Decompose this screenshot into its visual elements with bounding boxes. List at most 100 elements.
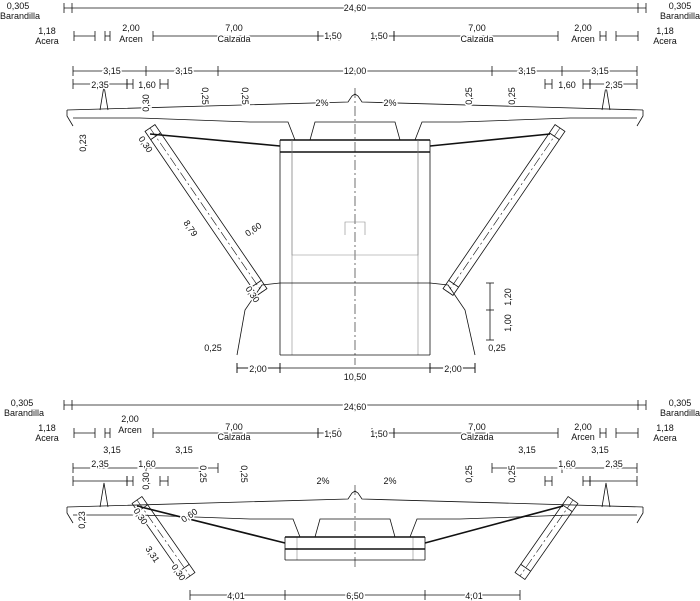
deck-bottom-left bbox=[73, 514, 301, 538]
deck-edge bbox=[66, 507, 644, 524]
b-shoulder-left-label: Arcen bbox=[118, 425, 142, 435]
b-sidewalk-left-value: 1,18 bbox=[38, 423, 56, 433]
bottom-dim-right: 2,00 bbox=[444, 364, 462, 374]
lane-left-label: Calzada bbox=[217, 34, 250, 44]
b-sub-dim-2: 1,60 bbox=[138, 459, 156, 469]
cantilever-dim-3: 3,15 bbox=[518, 66, 536, 76]
inner-box bbox=[291, 140, 419, 256]
web-dim-left: 0,25 bbox=[204, 343, 222, 353]
deck-bottom-right bbox=[409, 514, 637, 538]
sidewalk-right-label: Acera bbox=[653, 36, 677, 46]
tie-right bbox=[429, 133, 551, 147]
sub-dim-1: 2,35 bbox=[91, 80, 109, 90]
sidewalk-right-value: 1,18 bbox=[656, 26, 674, 36]
sub-dim-2: 1,60 bbox=[138, 80, 156, 90]
b-shoulder-right-label: Arcen bbox=[571, 432, 595, 442]
lane-right-value: 7,00 bbox=[468, 23, 486, 33]
b-median-right: 1,50 bbox=[370, 429, 388, 439]
b-strut-width: 0,60 bbox=[179, 506, 199, 524]
b-sidewalk-left-label: Acera bbox=[35, 433, 59, 443]
thickness-2: 0,25 bbox=[200, 87, 210, 105]
b-bottom-dim-left: 4,01 bbox=[227, 591, 245, 601]
tie-right bbox=[424, 505, 564, 544]
shoulder-right-label: Arcen bbox=[571, 34, 595, 44]
b-railing-right-value: 0,305 bbox=[669, 398, 692, 408]
strut-axis bbox=[519, 499, 574, 577]
tie-left bbox=[149, 133, 281, 147]
b-lane-right-label: Calzada bbox=[460, 432, 493, 442]
b-thickness-2: 0,25 bbox=[198, 465, 208, 483]
box-top-inner bbox=[314, 518, 396, 538]
strut-end-block bbox=[137, 504, 148, 512]
bottom-dim-left: 2,00 bbox=[249, 364, 267, 374]
lane-left-value: 7,00 bbox=[225, 23, 243, 33]
b-bottom-dim-center: 6,50 bbox=[346, 591, 364, 601]
b-sidewalk-right-label: Acera bbox=[653, 433, 677, 443]
thickness-4: 0,25 bbox=[464, 87, 474, 105]
strut-end-block bbox=[562, 504, 573, 512]
strut-end-block bbox=[448, 280, 459, 288]
cantilever-dim-1: 3,15 bbox=[103, 66, 121, 76]
thickness-1: 0,30 bbox=[141, 94, 151, 112]
b-thickness-1: 0,30 bbox=[141, 472, 151, 490]
shoulder-left-value: 2,00 bbox=[122, 23, 140, 33]
b-railing-right-label: Barandilla bbox=[660, 408, 700, 418]
strut-length: 8,79 bbox=[181, 218, 199, 238]
central-dim: 12,00 bbox=[344, 66, 367, 76]
shoulder-left-label: Arcen bbox=[119, 34, 143, 44]
median-right: 1,50 bbox=[370, 31, 388, 41]
barrier bbox=[99, 85, 611, 111]
b-cantilever-dim-3: 3,15 bbox=[518, 445, 536, 455]
top-section-labels: 0,305 Barandilla 24,60 0,305 Barandilla … bbox=[0, 0, 700, 384]
strut-axis bbox=[149, 127, 263, 293]
sidewalk-left-label: Acera bbox=[35, 36, 59, 46]
b-lane-right-value: 7,00 bbox=[468, 422, 486, 432]
b-shoulder-left-value: 2,00 bbox=[121, 414, 139, 424]
b-lane-left-label: Calzada bbox=[217, 432, 250, 442]
barrier bbox=[99, 482, 611, 508]
strut-axis bbox=[447, 127, 561, 293]
box-top-inner bbox=[309, 121, 401, 141]
thickness-5: 0,25 bbox=[507, 87, 517, 105]
vertical-dim-1: 1,20 bbox=[503, 288, 513, 306]
b-slope-left: 2% bbox=[316, 476, 329, 486]
railing-right-label: Barandilla bbox=[660, 11, 700, 21]
b-shoulder-right-value: 2,00 bbox=[574, 422, 592, 432]
slope-left: 2% bbox=[315, 98, 328, 108]
median-left: 1,50 bbox=[324, 31, 342, 41]
b-thickness-3: 0,25 bbox=[239, 465, 249, 483]
sub-dim-3: 1,60 bbox=[558, 80, 576, 90]
b-total-width: 24,60 bbox=[344, 402, 367, 412]
b-thickness-6: 0,23 bbox=[77, 511, 87, 529]
railing-right-value: 0,305 bbox=[669, 1, 692, 11]
shoulder-right-value: 2,00 bbox=[574, 23, 592, 33]
b-bottom-dim-right: 4,01 bbox=[465, 591, 483, 601]
manhole bbox=[344, 221, 366, 235]
strut-end-block bbox=[549, 132, 560, 140]
b-cantilever-dim-1: 3,15 bbox=[103, 445, 121, 455]
thickness-6: 0,23 bbox=[78, 134, 88, 152]
b-slope-right: 2% bbox=[383, 476, 396, 486]
lane-right-label: Calzada bbox=[460, 34, 493, 44]
b-cantilever-dim-4: 3,15 bbox=[591, 445, 609, 455]
cantilever-dim-2: 3,15 bbox=[175, 66, 193, 76]
strut-end-block bbox=[179, 564, 190, 572]
sidewalk-left-value: 1,18 bbox=[38, 26, 56, 36]
cantilever-dim-4: 3,15 bbox=[591, 66, 609, 76]
b-strut-length: 3,31 bbox=[143, 544, 161, 564]
drawing-lines bbox=[63, 3, 647, 600]
sub-dim-4: 2,35 bbox=[605, 80, 623, 90]
b-thickness-4: 0,25 bbox=[464, 465, 474, 483]
b-railing-left-value: 0,305 bbox=[11, 398, 34, 408]
strut-axis bbox=[136, 499, 191, 577]
b-railing-left-label: Barandilla bbox=[4, 408, 44, 418]
slope-right: 2% bbox=[383, 98, 396, 108]
railing-left-value: 0,305 bbox=[7, 1, 30, 11]
b-sub-dim-1: 2,35 bbox=[91, 459, 109, 469]
strut-width: 0,60 bbox=[243, 220, 263, 238]
b-median-left: 1,50 bbox=[324, 429, 342, 439]
b-sidewalk-right-value: 1,18 bbox=[656, 423, 674, 433]
railing-left-label: Barandilla bbox=[0, 11, 40, 21]
bottom-section-labels: 0,305 Barandilla 24,60 0,305 Barandilla … bbox=[2, 397, 700, 601]
